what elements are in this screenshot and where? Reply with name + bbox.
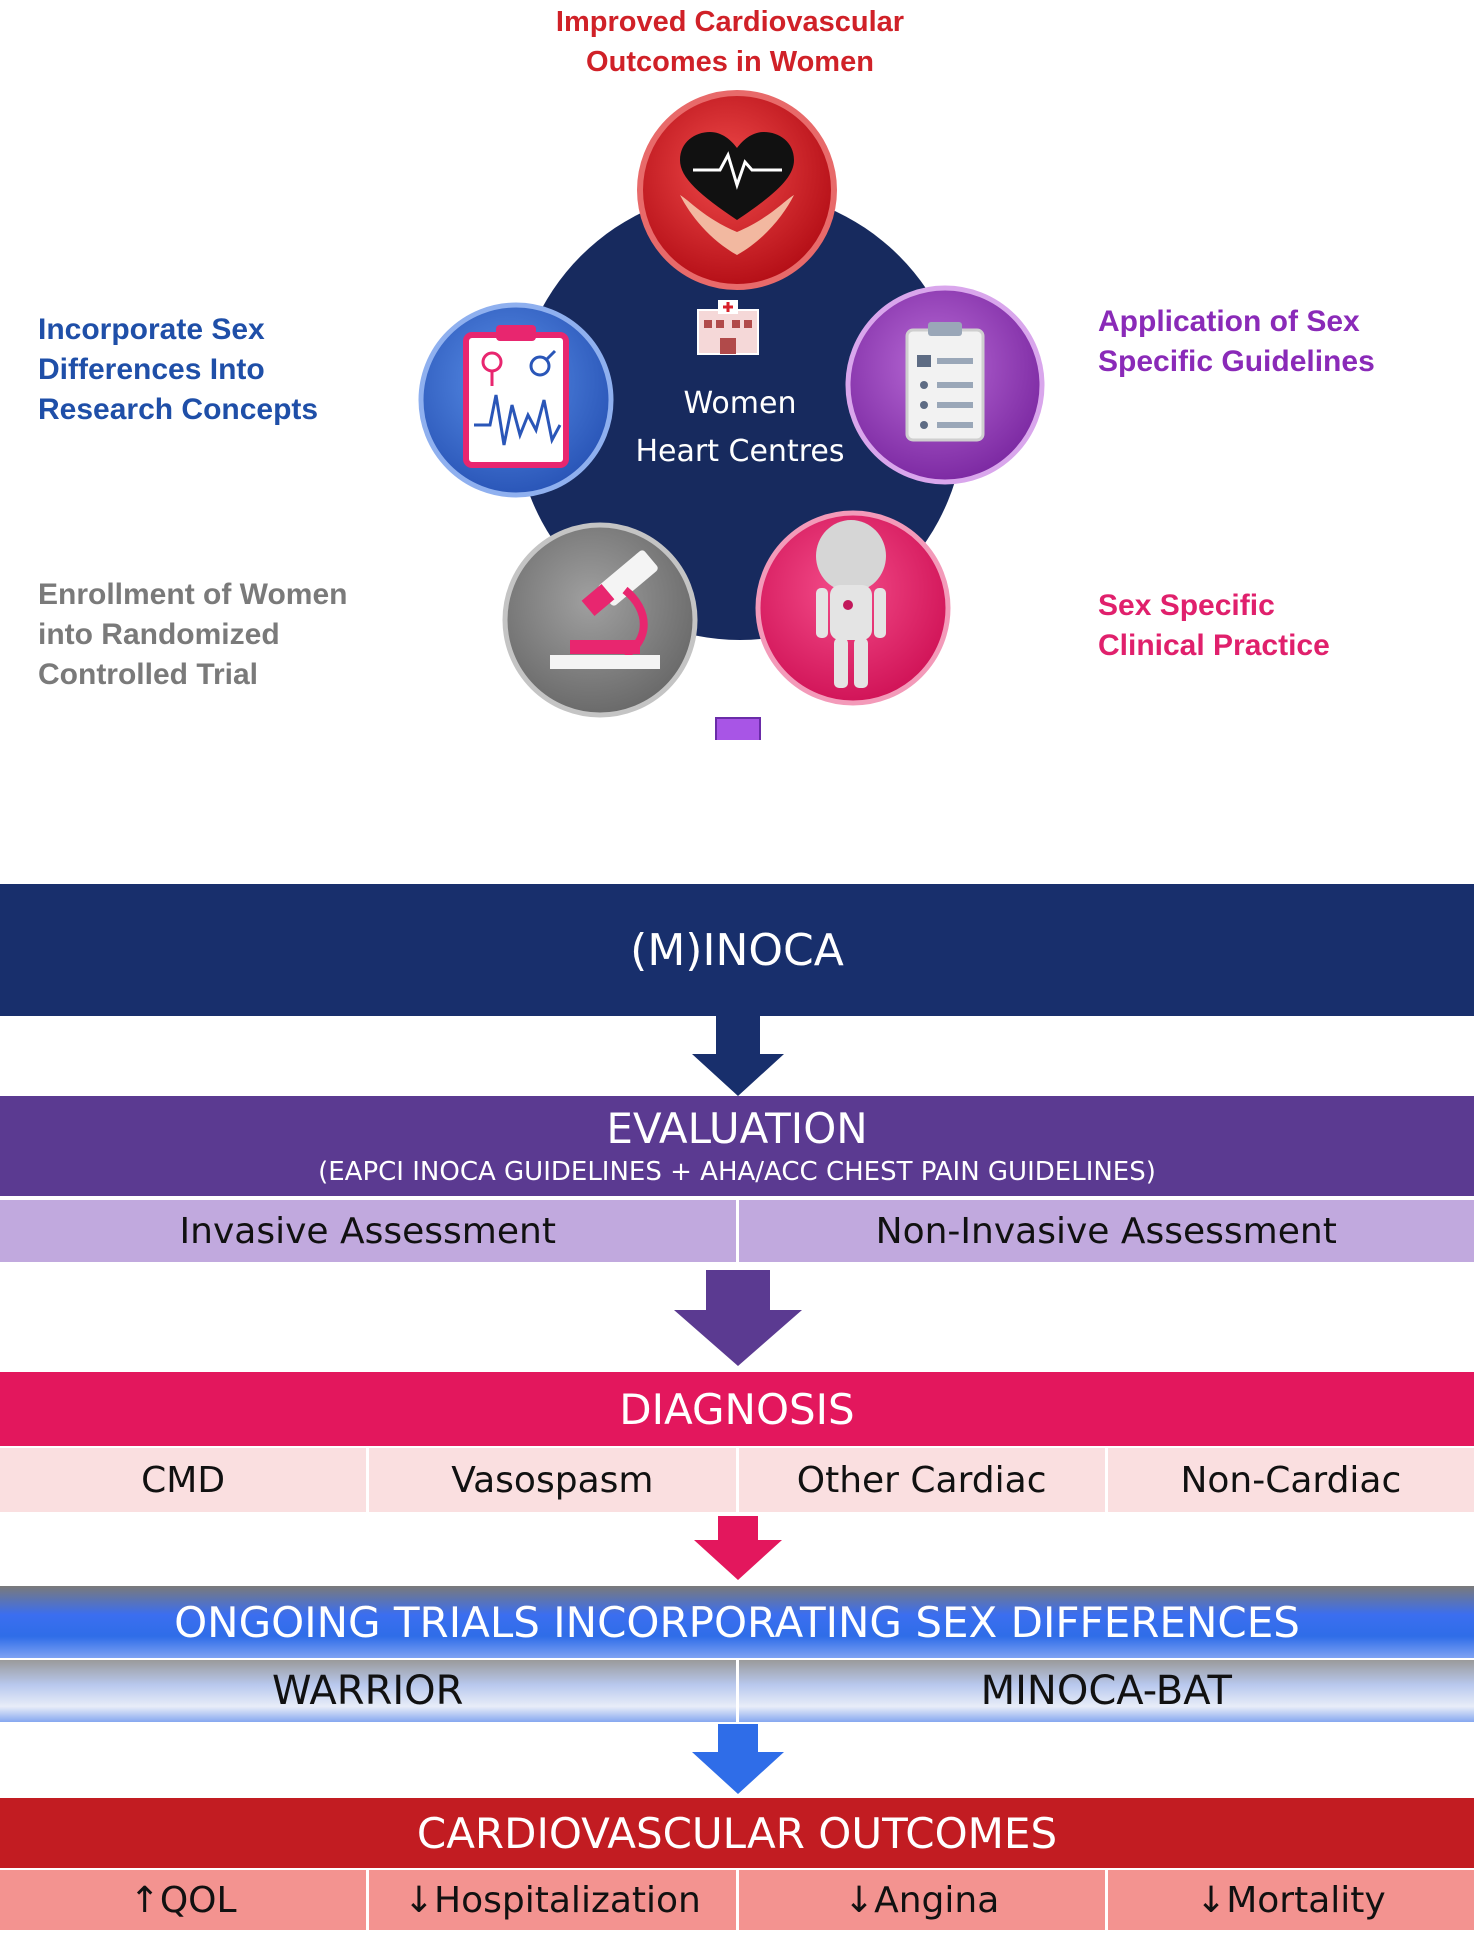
evaluation-cell: Non-Invasive Assessment — [735, 1200, 1474, 1262]
hub-graphic — [418, 90, 1045, 740]
outcomes-row: ↑QOL ↓Hospitalization ↓Angina ↓Mortality — [0, 1870, 1474, 1930]
right-label: Application of Sex Specific Guidelines — [1098, 305, 1375, 378]
bottom-left-label: Enrollment of Women into Randomized Cont… — [38, 578, 348, 691]
body-figure-icon — [755, 510, 951, 706]
diagnosis-cell: Other Cardiac — [735, 1448, 1105, 1512]
minoca-title: (M)INOCA — [630, 924, 844, 976]
outcomes-cell: ↓Angina — [735, 1870, 1105, 1930]
evaluation-subtitle: (EAPCI INOCA GUIDELINES + AHA/ACC CHEST … — [318, 1157, 1156, 1187]
outcomes-cell: ↓Mortality — [1104, 1870, 1474, 1930]
down-arrow-blue — [692, 1724, 784, 1794]
microscope-icon — [502, 522, 698, 718]
diagnosis-cell: Vasospasm — [366, 1448, 735, 1512]
evaluation-row: Invasive Assessment Non-Invasive Assessm… — [0, 1200, 1474, 1262]
evaluation-cell: Invasive Assessment — [179, 1210, 556, 1252]
outcomes-cell: ↑QOL — [129, 1879, 237, 1921]
hub-center-label: Women Heart Centres — [620, 380, 860, 476]
heart-hands-icon — [637, 90, 837, 290]
diagnosis-cell: Non-Cardiac — [1104, 1448, 1474, 1512]
diagnosis-banner: DIAGNOSIS — [0, 1372, 1474, 1446]
trials-cell: MINOCA-BAT — [735, 1660, 1474, 1722]
evaluation-title: EVALUATION — [606, 1104, 868, 1153]
trials-banner: ONGOING TRIALS INCORPORATING SEX DIFFERE… — [0, 1586, 1474, 1658]
down-arrow-navy — [692, 1016, 784, 1096]
outcomes-title: CARDIOVASCULAR OUTCOMES — [416, 1808, 1058, 1858]
checklist-icon — [845, 285, 1045, 485]
diagnosis-row: CMD Vasospasm Other Cardiac Non-Cardiac — [0, 1448, 1474, 1512]
minoca-banner: (M)INOCA — [0, 884, 1474, 1016]
diagnosis-cell: CMD — [141, 1459, 226, 1501]
down-arrow-purple — [674, 1270, 802, 1366]
diagnosis-title: DIAGNOSIS — [619, 1384, 855, 1434]
hub-center-line1: Women — [683, 386, 797, 421]
outcomes-banner: CARDIOVASCULAR OUTCOMES — [0, 1798, 1474, 1868]
bottom-right-label: Sex Specific Clinical Practice — [1098, 589, 1330, 662]
hub-down-arrow — [715, 717, 761, 740]
evaluation-banner: EVALUATION (EAPCI INOCA GUIDELINES + AHA… — [0, 1096, 1474, 1196]
hospital-icon — [697, 300, 759, 355]
gender-chart-icon — [418, 302, 614, 498]
top-label: Improved Cardiovascular Outcomes in Wome… — [555, 6, 905, 78]
trials-title: ONGOING TRIALS INCORPORATING SEX DIFFERE… — [174, 1597, 1300, 1647]
hub-center-line2: Heart Centres — [635, 434, 845, 469]
trials-cell: WARRIOR — [272, 1668, 464, 1714]
outcomes-cell: ↓Hospitalization — [366, 1870, 735, 1930]
trials-row: WARRIOR MINOCA-BAT — [0, 1660, 1474, 1722]
down-arrow-pink — [694, 1516, 782, 1580]
left-label: Incorporate Sex Differences Into Researc… — [38, 313, 319, 426]
